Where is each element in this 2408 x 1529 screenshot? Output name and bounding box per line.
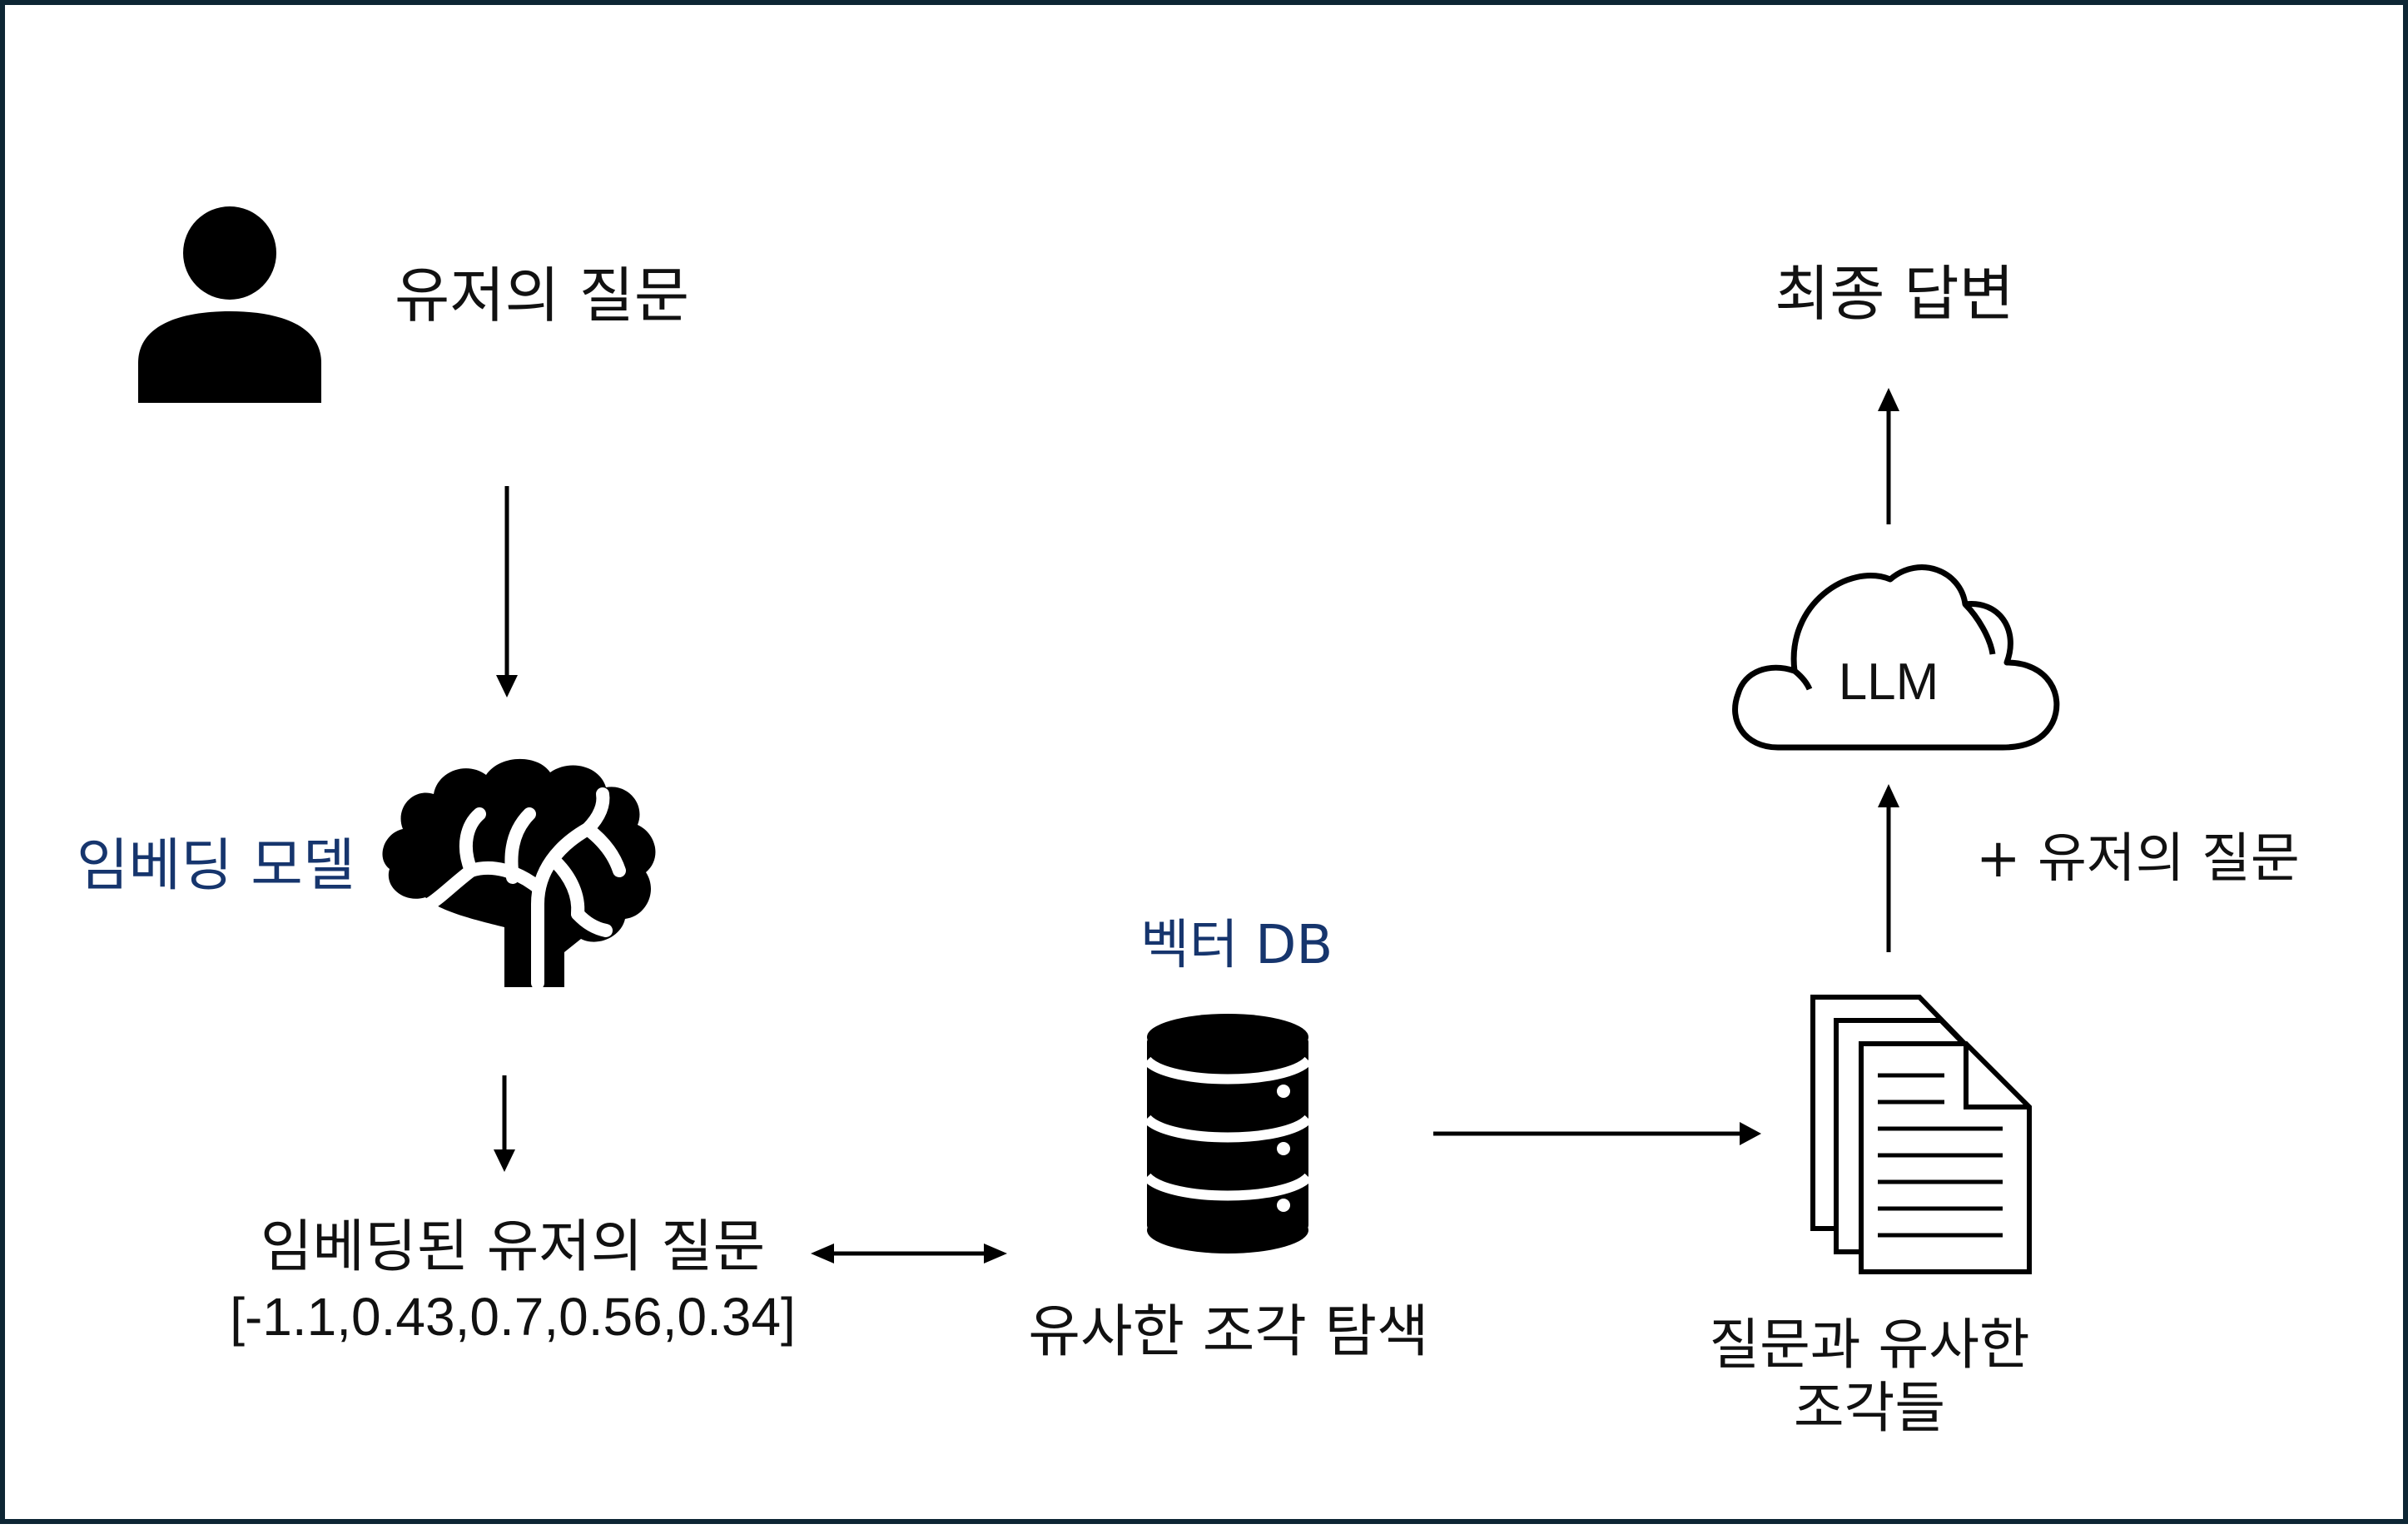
label-similar-search: 유사한 조각 탐색 (1028, 1299, 1429, 1365)
label-embedded-question: 임베딩된 유저의 질문 (260, 1214, 766, 1280)
label-final-answer: 최종 답변 (1775, 259, 2014, 329)
cloud-icon (1732, 564, 2060, 751)
label-plus-user-question: + 유저의 질문 (1976, 828, 2300, 890)
brain-icon (382, 758, 656, 990)
label-embedding-vector: [-1.1,0.43,0.7,0.56,0.34] (230, 1287, 796, 1347)
label-llm: LLM (1838, 653, 1939, 711)
arrow-embedding-db (811, 1244, 1007, 1263)
label-vector-db: 벡터 DB (1140, 915, 1333, 976)
arrow-model-to-embedding (494, 1075, 515, 1172)
documents-lines (1878, 1073, 2003, 1238)
label-embedding-model: 임베딩 모델 (77, 833, 355, 899)
arrow-user-to-model (496, 486, 518, 697)
database-icon (1143, 1014, 1313, 1253)
arrow-llm-to-answer (1878, 388, 1899, 524)
label-similar-chunks-line2: 조각들 (1793, 1376, 1946, 1440)
flow-diagram (138, 206, 2060, 1274)
arrow-db-to-chunks (1433, 1122, 1761, 1145)
label-similar-chunks-line1: 질문과 유사한 (1709, 1313, 2030, 1377)
documents-icon (1810, 995, 2032, 1274)
label-user-question: 유저의 질문 (395, 261, 690, 330)
arrow-chunks-to-llm (1878, 784, 1899, 952)
person-icon (138, 206, 321, 403)
